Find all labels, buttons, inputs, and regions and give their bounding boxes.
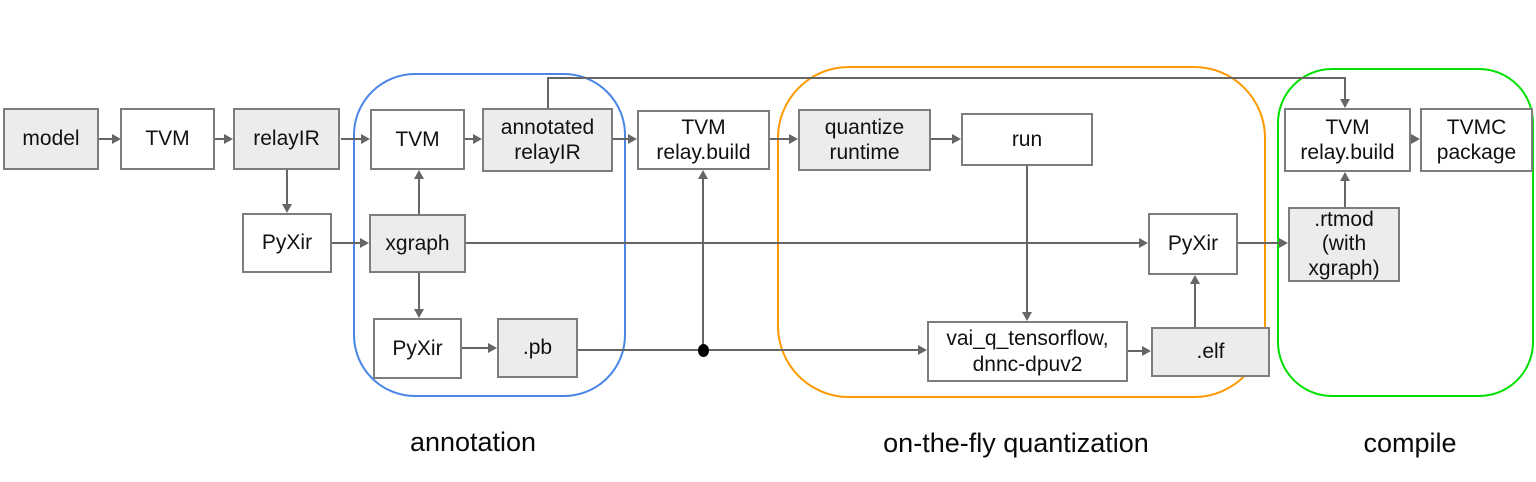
arrowhead: [414, 170, 424, 179]
arrow-rtmod-to-relaybuild2: [1344, 181, 1346, 207]
node-model: model: [3, 108, 99, 170]
arrow-xgraph-to-tvm2: [418, 179, 420, 214]
arrow-vaiq-to-elf: [1128, 350, 1143, 352]
node-tvm: TVM: [120, 108, 215, 170]
arrowhead: [918, 345, 927, 355]
node-xgraph: xgraph: [369, 214, 466, 273]
arrow-xgraph-to-pyxir2: [418, 273, 420, 310]
compile-group-outline: [1277, 68, 1534, 397]
arrowhead: [1190, 275, 1200, 284]
arrow-pb-to-vaiq: [578, 349, 919, 351]
arrowhead: [628, 134, 637, 144]
node-pyxir-left: PyXir: [242, 213, 332, 273]
compile-stage-label: compile: [1363, 428, 1457, 458]
line-annotated-up: [547, 77, 549, 108]
arrowhead: [112, 134, 121, 144]
node-tvm-relay-build: TVM relay.build: [637, 110, 770, 170]
arrow-elf-to-pyxir3: [1194, 284, 1196, 327]
node-run: run: [961, 113, 1093, 166]
quantization-stage-label: on-the-fly quantization: [883, 428, 1149, 458]
quantization-group-outline: [777, 66, 1266, 398]
arrow-relayir-to-tvm2: [341, 138, 362, 140]
node-elf: .elf: [1151, 327, 1270, 377]
arrow-xgraph-to-pyxir3: [466, 242, 1139, 244]
node-pb: .pb: [497, 318, 578, 378]
arrow-pyxir2-to-pb: [462, 347, 489, 349]
node-pyxir-quantization: PyXir: [1148, 213, 1238, 275]
arrowhead: [1279, 238, 1288, 248]
node-quantize-runtime: quantize runtime: [798, 109, 931, 171]
arrow-annotated-to-relaybuild: [613, 138, 629, 140]
line-bypass-down: [1344, 77, 1346, 100]
arrowhead: [414, 309, 424, 318]
arrow-model-to-tvm: [99, 138, 113, 140]
arrowhead: [1340, 99, 1350, 108]
node-pyxir-annotation: PyXir: [373, 318, 462, 379]
arrowhead: [1139, 238, 1148, 248]
arrowhead: [224, 134, 233, 144]
arrowhead: [488, 343, 497, 353]
arrowhead: [789, 134, 798, 144]
node-rtmod: .rtmod (with xgraph): [1288, 207, 1400, 282]
arrow-relayir-to-pyxir: [286, 170, 288, 205]
node-tvm-relay-build-compile: TVM relay.build: [1284, 108, 1411, 172]
node-tvm-annotation: TVM: [370, 109, 465, 170]
arrowhead: [473, 134, 482, 144]
node-tvmc-package: TVMC package: [1420, 108, 1533, 172]
junction-dot: [698, 344, 709, 357]
arrowhead: [1142, 346, 1151, 356]
arrowhead: [1022, 312, 1032, 321]
arrowhead: [1411, 134, 1420, 144]
arrow-junction-to-relaybuild: [702, 179, 704, 350]
arrow-tvm2-to-annotated: [465, 138, 474, 140]
arrow-quantize-to-run: [931, 138, 953, 140]
arrowhead: [952, 134, 961, 144]
node-vai-q-tensorflow: vai_q_tensorflow, dnnc-dpuv2: [927, 321, 1128, 382]
annotation-group-outline: [353, 73, 626, 397]
line-top-bypass: [547, 77, 1346, 79]
arrowhead: [361, 134, 370, 144]
arrow-tvm-to-relayir: [215, 138, 225, 140]
arrowhead: [282, 204, 292, 213]
arrowhead: [698, 170, 708, 179]
annotation-stage-label: annotation: [409, 427, 537, 457]
arrowhead: [360, 238, 369, 248]
arrow-relaybuild-to-quantize: [770, 138, 790, 140]
arrow-pyxir-to-xgraph: [332, 242, 361, 244]
arrow-run-to-vaiq: [1026, 166, 1028, 313]
arrow-pyxir3-to-rtmod: [1238, 242, 1279, 244]
node-annotated-relayir: annotated relayIR: [482, 108, 613, 172]
node-relayir: relayIR: [233, 108, 340, 170]
arrowhead: [1340, 172, 1350, 181]
